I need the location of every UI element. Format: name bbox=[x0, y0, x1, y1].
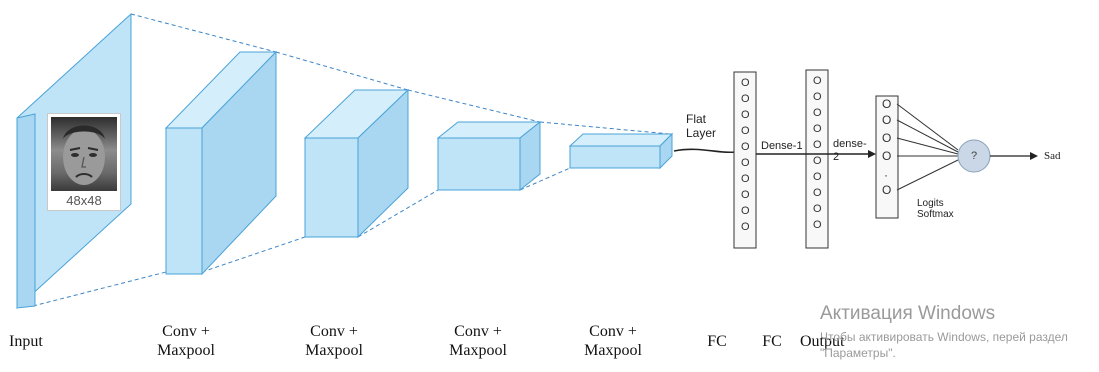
flat-layer-label: Flat Layer bbox=[686, 112, 717, 140]
output-class-label: Sad bbox=[1044, 150, 1061, 162]
dense2-label: dense- 2 bbox=[833, 138, 867, 163]
fc-column-1 bbox=[733, 71, 757, 249]
label-conv-2: Conv + Maxpool bbox=[305, 323, 363, 359]
label-output: Output bbox=[800, 333, 845, 350]
output-node-label: ? bbox=[971, 150, 978, 162]
output-neuron-column bbox=[875, 95, 899, 219]
connector-line bbox=[32, 271, 167, 307]
right-eye bbox=[89, 153, 97, 157]
fc-column-1-frame bbox=[733, 71, 757, 249]
neuron-glyph: O bbox=[813, 107, 822, 119]
neuron-glyph: O bbox=[741, 157, 750, 169]
hair-shape bbox=[63, 125, 105, 139]
neuron-glyph: O bbox=[741, 109, 750, 121]
connector-line bbox=[357, 189, 439, 238]
right-brow bbox=[87, 147, 99, 151]
conv-block-3 bbox=[436, 120, 542, 192]
label-fc-2: FC bbox=[762, 333, 782, 350]
conv-block-2-front bbox=[304, 137, 359, 238]
left-eye bbox=[71, 153, 79, 157]
conv-block-3-front bbox=[437, 137, 521, 191]
left-brow bbox=[69, 147, 81, 151]
neuron-glyph: O bbox=[741, 221, 750, 233]
flatten-arrow bbox=[673, 148, 736, 154]
neuron-glyph: O bbox=[882, 131, 892, 145]
neuron-ellipsis: · bbox=[884, 168, 888, 182]
conv-block-4-top bbox=[568, 133, 674, 147]
face-photo bbox=[51, 117, 117, 191]
neuron-glyph: O bbox=[813, 171, 822, 183]
neuron-glyph: O bbox=[741, 125, 750, 137]
watermark-body: Чтобы активировать Windows, перей раздел… bbox=[820, 330, 1068, 360]
conv-block-4 bbox=[568, 132, 674, 170]
neuron-glyph: O bbox=[882, 97, 892, 111]
neuron-glyph: O bbox=[741, 141, 750, 153]
connector-line bbox=[539, 121, 671, 135]
neuron-glyph: O bbox=[813, 219, 822, 231]
logits-softmax-label: Logits Softmax bbox=[917, 198, 954, 220]
neuron-glyph: O bbox=[813, 155, 822, 167]
conv-block-4-front bbox=[569, 145, 661, 169]
fc-arrowhead bbox=[868, 150, 876, 158]
neuron-glyph: O bbox=[813, 91, 822, 103]
softmax-connections bbox=[896, 103, 959, 191]
softmax-line bbox=[896, 137, 959, 155]
connector-line bbox=[519, 167, 571, 191]
label-input: Input bbox=[9, 333, 43, 350]
softmax-line bbox=[896, 119, 959, 153]
neuron-glyph: O bbox=[741, 77, 750, 89]
neuron-glyph: O bbox=[741, 93, 750, 105]
conv-block-1 bbox=[164, 50, 278, 276]
label-conv-3: Conv + Maxpool bbox=[449, 323, 507, 359]
fc-column-2-frame bbox=[805, 69, 829, 249]
neuron-glyph: O bbox=[882, 183, 892, 197]
neuron-glyph: O bbox=[813, 123, 822, 135]
watermark-title: Активация Windows bbox=[820, 303, 996, 324]
label-conv-1: Conv + Maxpool bbox=[157, 323, 215, 359]
input-face-image: 48x48 bbox=[47, 113, 121, 211]
neuron-glyph: O bbox=[813, 75, 822, 87]
input-size-label: 48x48 bbox=[66, 193, 102, 208]
neuron-glyph: O bbox=[813, 139, 822, 151]
neuron-glyph: O bbox=[882, 149, 892, 163]
label-conv-4: Conv + Maxpool bbox=[584, 323, 642, 359]
face-sketch bbox=[63, 125, 105, 185]
neuron-glyph: O bbox=[741, 189, 750, 201]
conv-block-2 bbox=[303, 88, 410, 239]
neuron-glyph: O bbox=[741, 205, 750, 217]
connector-lines bbox=[32, 13, 671, 307]
nose bbox=[81, 156, 86, 168]
output-arrowhead bbox=[1030, 152, 1038, 160]
softmax-line bbox=[896, 103, 959, 151]
dense1-label: Dense-1 bbox=[761, 140, 803, 152]
neuron-glyph: O bbox=[813, 203, 822, 215]
input-plane-edge bbox=[16, 113, 36, 309]
neuron-glyph: O bbox=[882, 113, 892, 127]
fc-column-2 bbox=[805, 69, 829, 249]
neuron-glyph: O bbox=[813, 187, 822, 199]
neuron-glyph: O bbox=[741, 173, 750, 185]
connector-line bbox=[130, 13, 277, 53]
label-fc-1: FC bbox=[707, 333, 727, 350]
connector-line bbox=[275, 51, 409, 91]
windows-activation-watermark: Активация Windows Чтобы активировать Win… bbox=[820, 303, 1095, 361]
softmax-line bbox=[896, 159, 959, 191]
connector-line bbox=[407, 89, 541, 123]
conv-block-1-front bbox=[165, 127, 203, 275]
mouth bbox=[75, 173, 93, 178]
